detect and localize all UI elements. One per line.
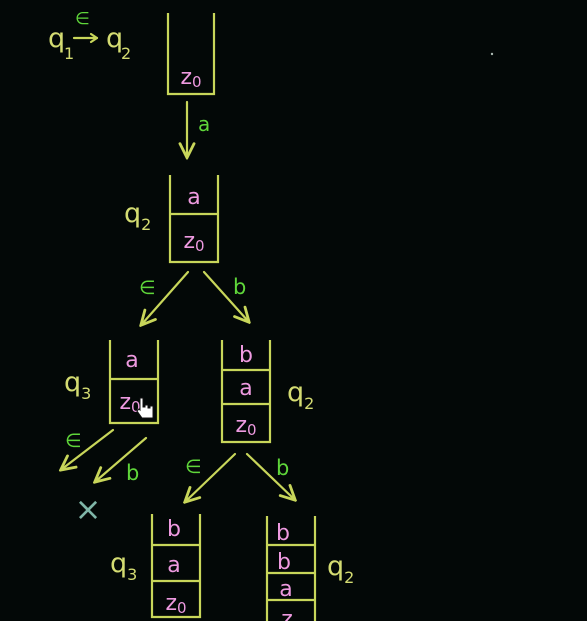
edge-root-label: a [198,112,210,136]
node-q2-right: b a z0 q2 [220,340,314,444]
epsilon-label: ∈ [75,9,90,29]
edge-q3-left-b [96,436,148,481]
edge-q2-right [202,270,248,321]
stack-cell: b [277,550,291,575]
stack-outline [220,340,272,444]
stack-cell: z [281,607,293,621]
stack-outline [265,516,317,621]
chalk-dot [490,52,494,56]
edge-q3-left-b-label: b [126,461,139,485]
stack-cell: z0 [180,65,201,91]
to-state-label: q [106,23,123,54]
reject-mark: × [75,490,102,528]
header-transition: q 1 ∈ q 2 [48,9,131,63]
edge-q3-left-eps [62,428,115,469]
stack-cell: a [167,553,180,578]
edge-q2-left-label: ∈ [139,277,156,299]
node-q3-bottom-state: q3 [110,548,137,584]
from-state-label: q [48,23,65,54]
to-state-subscript: 2 [121,44,131,63]
start-stack: z0 [166,13,216,96]
edge-q2r-right [245,452,294,499]
node-q2: q2 a z0 [124,175,220,264]
stack-outline [166,13,216,96]
node-q3-bottom: q3 b a z0 [110,514,202,619]
stack-cell: z0 [165,591,186,617]
edge-q2r-left [186,452,237,501]
node-q2-bottom-state: q2 [327,551,354,587]
node-q2-right-state: q2 [287,377,314,413]
edge-q2-right-label: b [233,275,246,299]
from-state-subscript: 1 [64,44,74,63]
header-arrow-head [89,32,99,44]
stack-outline [150,514,202,619]
stack-cell: z0 [235,413,256,439]
node-q2-bottom: b b a z q2 [265,516,354,621]
stack-cell: b [276,521,290,546]
stack-cell: b [167,517,181,542]
node-q2-state: q2 [124,198,151,234]
stack-cell: a [125,348,138,373]
stack-cell: a [279,577,292,602]
edge-q2r-right-label: b [276,456,289,480]
edge-q3-left-eps-label: ∈ [65,430,82,452]
stack-cell: b [239,343,253,368]
stack-outline [108,340,160,425]
hand-cursor-icon [136,397,154,419]
stack-cell: a [187,185,200,210]
edge-q2r-left-label: ∈ [185,456,202,478]
stack-cell: a [239,376,252,401]
stack-outline [168,175,220,264]
stack-cell: z0 [183,229,204,255]
edge-q2-left [142,270,190,324]
node-q3-left-state: q3 [64,367,91,403]
